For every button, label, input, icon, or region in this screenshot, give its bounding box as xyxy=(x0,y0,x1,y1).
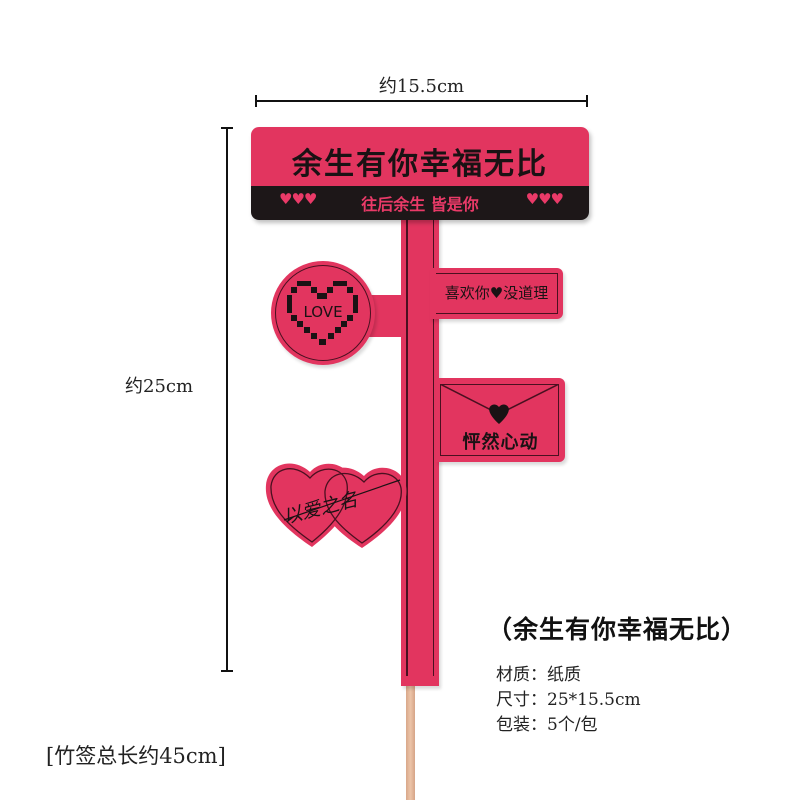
envelope-sign: 怦然心动 xyxy=(436,378,565,462)
height-dimension-line xyxy=(221,127,233,672)
double-heart-sign: 以爱之名 xyxy=(265,463,407,548)
right-arm-sign: 喜欢你♥没道理 xyxy=(430,268,563,319)
pole-outline-left xyxy=(406,216,408,676)
envelope-flap-icon xyxy=(440,384,559,424)
banner-title: 余生有你幸福无比 xyxy=(292,147,548,182)
product-title: （余生有你幸福无比） xyxy=(487,615,748,644)
envelope-text: 怦然心动 xyxy=(462,432,539,453)
pole-outline-right xyxy=(432,216,434,676)
height-dimension-label: 约25cm xyxy=(125,376,194,397)
stick-length-note: [竹签总长约45cm] xyxy=(46,744,226,768)
envelope-outline xyxy=(440,384,559,456)
spec-material: 材质：纸质 xyxy=(496,660,581,685)
spec-value: 25*15.5cm xyxy=(547,690,641,710)
spec-value: 5个/包 xyxy=(547,715,598,735)
width-dimension-line xyxy=(255,95,588,107)
love-text: LOVE xyxy=(303,303,343,321)
hearts-left-icon: ♥♥♥ xyxy=(279,190,317,208)
spec-label: 包装： xyxy=(496,715,547,735)
right-arm-outline xyxy=(436,273,558,314)
circle-outline xyxy=(275,265,371,361)
spec-label: 尺寸： xyxy=(496,690,547,710)
banner-band: ♥♥♥ 往后余生 皆是你 ♥♥♥ xyxy=(251,186,589,220)
hearts-right-icon: ♥♥♥ xyxy=(525,190,564,208)
spec-size: 尺寸：25*15.5cm xyxy=(496,685,641,710)
spec-packaging: 包装：5个/包 xyxy=(496,710,598,735)
right-arm-text: 喜欢你♥没道理 xyxy=(444,284,549,302)
banner-subtitle: 往后余生 皆是你 xyxy=(361,195,479,214)
love-circle-sign: LOVE xyxy=(271,261,375,365)
width-dimension-label: 约15.5cm xyxy=(378,76,465,97)
pixel-heart-icon xyxy=(287,281,358,345)
spec-label: 材质： xyxy=(496,665,547,685)
top-banner-sign: 余生有你幸福无比 ♥♥♥ 往后余生 皆是你 ♥♥♥ xyxy=(251,127,589,220)
bamboo-stick xyxy=(406,684,415,800)
heart-icon xyxy=(489,404,509,424)
banner-top: 余生有你幸福无比 xyxy=(251,127,589,186)
spec-value: 纸质 xyxy=(547,665,581,685)
